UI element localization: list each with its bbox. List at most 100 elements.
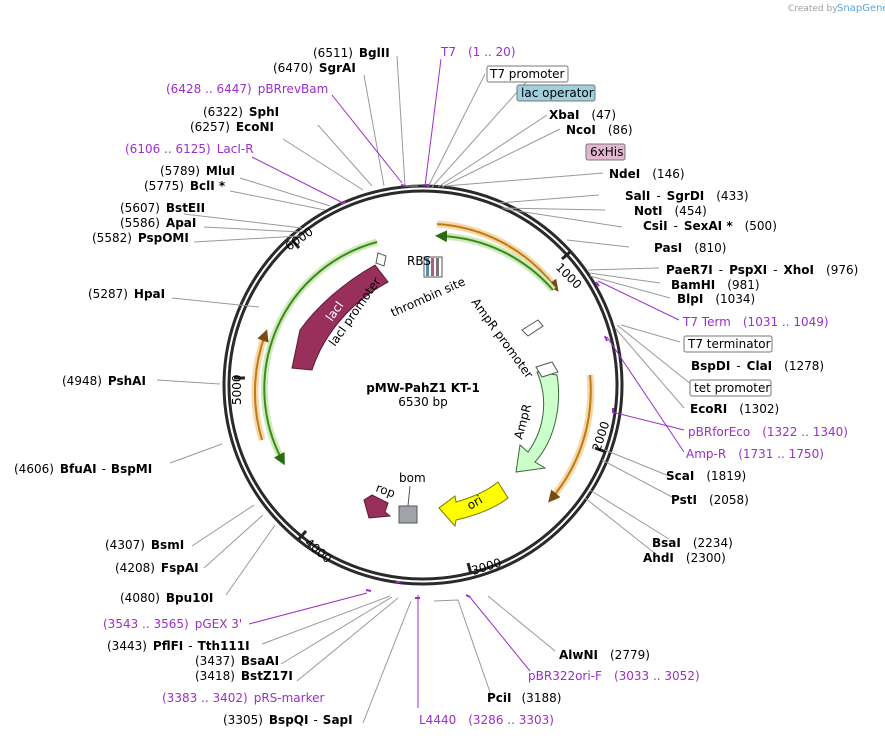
primer-laci-r[interactable]: (6106 .. 6125)LacI-R — [125, 142, 254, 156]
ori-label: ori — [465, 493, 486, 513]
primer-l4440[interactable]: L4440(3286 .. 3303) — [419, 713, 554, 727]
site-bclI[interactable]: (5775)BclI * — [144, 179, 226, 193]
site-xbaI[interactable]: XbaI(47) — [549, 108, 616, 122]
primer-pbrforeco[interactable]: pBRforEco (1322 .. 1340) — [688, 425, 848, 439]
svg-text:BsaI(2234): BsaI(2234) — [652, 536, 733, 550]
site-bpu10I[interactable]: (4080) Bpu10I — [120, 591, 213, 605]
svg-text:T7 Term(1031 .. 1049): T7 Term(1031 .. 1049) — [682, 315, 829, 329]
bspDI-pos: (1278) — [784, 359, 824, 373]
sgrAI-name: SgrAI — [319, 61, 356, 75]
site-pflFI[interactable]: (3443)PflFI-Tth111I — [107, 639, 250, 653]
primer-prsmarker[interactable]: (3383 .. 3402)pRS-marker — [162, 691, 324, 705]
ampr-promoter-label: AmpR promoter — [469, 296, 536, 381]
svg-text:AhdI(2300): AhdI(2300) — [643, 551, 726, 565]
site-bstZ17I[interactable]: (3418)BstZ17I — [195, 669, 293, 683]
primer-pbr322ori[interactable]: pBR322ori-F(3033 .. 3052) — [528, 669, 700, 683]
site-bamHI[interactable]: BamHI(981) — [671, 278, 760, 292]
site-bfuAI[interactable]: (4606)BfuAI-BspMI — [14, 462, 152, 476]
primer-pgex3[interactable]: (3543 .. 3565)pGEX 3' — [103, 617, 242, 631]
site-bsaI[interactable]: BsaI(2234) — [652, 536, 733, 550]
site-pciI[interactable]: PciI(3188) — [487, 691, 561, 705]
site-ahdI[interactable]: AhdI(2300) — [643, 551, 726, 565]
ndeI-name: NdeI — [609, 167, 640, 181]
site-bglII[interactable]: (6511)BglII — [313, 46, 390, 60]
orf-arcs — [251, 220, 595, 503]
svg-text:(5586)ApaI: (5586)ApaI — [120, 216, 196, 230]
site-paeR7I[interactable]: PaeR7I-PspXI-XhoI(976) — [666, 263, 858, 277]
bsaAI-pos: (3437) — [195, 654, 235, 668]
blpI-name: BlpI — [677, 292, 703, 306]
primer-pbrrevbam[interactable]: (6428 .. 6447)pBRrevBam — [166, 82, 328, 96]
primer-t7[interactable]: T7(1 .. 20) — [440, 45, 516, 59]
pspXI-name: PspXI — [729, 263, 767, 277]
bfuAI-pos: (4606) — [14, 462, 54, 476]
site-pstI[interactable]: PstI(2058) — [671, 493, 749, 507]
svg-text:BlpI(1034): BlpI(1034) — [677, 292, 755, 306]
sphI-pos: (6322) — [203, 105, 243, 119]
pbrforeco-name: pBRforEco — [688, 425, 750, 439]
site-pasI[interactable]: PasI(810) — [654, 241, 726, 255]
notI-pos: (454) — [675, 204, 707, 218]
pgex3-range: (3543 .. 3565) — [103, 617, 189, 631]
primer-t7term[interactable]: T7 Term(1031 .. 1049) — [682, 315, 829, 329]
site-bspDI[interactable]: BspDI-ClaI(1278) — [691, 359, 824, 373]
site-csiI[interactable]: CsiI-SexAI *(500) — [643, 219, 777, 233]
pasI-name: PasI — [654, 241, 682, 255]
pciI-name: PciI — [487, 691, 512, 705]
apaI-name: ApaI — [166, 216, 196, 230]
snapgene-logo: SnapGene — [837, 3, 885, 14]
site-bstEII[interactable]: (5607)BstEII — [120, 201, 205, 215]
bom-feature: bom — [398, 471, 426, 524]
site-bspQI[interactable]: (3305)BspQI-SapI — [223, 713, 353, 727]
site-pshAI[interactable]: (4948)PshAI — [62, 374, 146, 388]
site-sphI[interactable]: (6322)SphI — [203, 105, 279, 119]
svg-text:(5789)MluI: (5789)MluI — [160, 164, 235, 178]
site-bsaAI[interactable]: (3437)BsaAI — [195, 654, 279, 668]
feature-t7-terminator[interactable]: T7 terminator — [687, 337, 771, 351]
ampr-primer-name: Amp-R — [686, 447, 726, 461]
pspOMI-name: PspOMI — [138, 231, 189, 245]
feature-t7-promoter[interactable]: T7 promoter — [489, 67, 565, 81]
site-salI[interactable]: SalI-SgrDI(433) — [625, 189, 749, 203]
bclI-name: BclI * — [190, 179, 226, 193]
tick-labels: 1000 2000 3000 4000 5000 6000 — [230, 224, 612, 577]
feature-6xhis[interactable]: 6xHis — [590, 145, 623, 159]
site-scaI[interactable]: ScaI(1819) — [666, 469, 746, 483]
bom-label: bom — [399, 471, 426, 485]
site-ncoI[interactable]: NcoI(86) — [566, 123, 633, 137]
site-ndeI[interactable]: NdeI(146) — [609, 167, 685, 181]
primer-ampr[interactable]: Amp-R(1731 .. 1750) — [686, 447, 824, 461]
site-mluI[interactable]: (5789)MluI — [160, 164, 235, 178]
ampr-feature: AmpR — [511, 361, 560, 473]
site-apaI[interactable]: (5586)ApaI — [120, 216, 196, 230]
bpu10I-name: Bpu10I — [166, 591, 213, 605]
feature-lac-operator[interactable]: lac operator — [521, 86, 594, 100]
bamHI-name: BamHI — [671, 278, 715, 292]
site-fspAI[interactable]: (4208)FspAI — [115, 561, 199, 575]
site-sgrAI[interactable]: (6470)SgrAI — [273, 61, 356, 75]
site-ecoNI[interactable]: (6257)EcoNI — [190, 120, 274, 134]
site-hpaI[interactable]: (5287)HpaI — [88, 287, 165, 301]
svg-text:pBRforEco(1322 .. 1340): pBRforEco (1322 .. 1340) — [688, 425, 848, 439]
site-notI[interactable]: NotI(454) — [634, 204, 707, 218]
svg-text:(3383 .. 3402)pRS-marker: (3383 .. 3402)pRS-marker — [162, 691, 324, 705]
alwNI-pos: (2779) — [610, 648, 650, 662]
ncoI-name: NcoI — [566, 123, 596, 137]
site-blpI[interactable]: BlpI(1034) — [677, 292, 755, 306]
svg-text:CsiI-SexAI *(500): CsiI-SexAI *(500) — [643, 219, 777, 233]
rbs-feature: RBS thrombin site — [389, 254, 468, 320]
t7-terminator-label: T7 terminator — [687, 337, 771, 351]
bpu10I-pos: (4080) — [120, 591, 160, 605]
rbs-label: RBS — [407, 254, 431, 268]
pbrforeco-range: (1322 .. 1340) — [762, 425, 848, 439]
hpaI-name: HpaI — [134, 287, 165, 301]
tet-promoter-label: tet promoter — [694, 381, 770, 395]
site-ecoRI[interactable]: EcoRI(1302) — [690, 402, 779, 416]
site-pspOMI[interactable]: (5582)PspOMI — [92, 231, 189, 245]
t7term-range: (1031 .. 1049) — [743, 315, 829, 329]
bstEII-pos: (5607) — [120, 201, 160, 215]
site-alwNI[interactable]: AlwNI(2779) — [559, 648, 650, 662]
site-bsmI[interactable]: (4307)BsmI — [105, 538, 184, 552]
feature-tet-promoter[interactable]: tet promoter — [694, 381, 770, 395]
